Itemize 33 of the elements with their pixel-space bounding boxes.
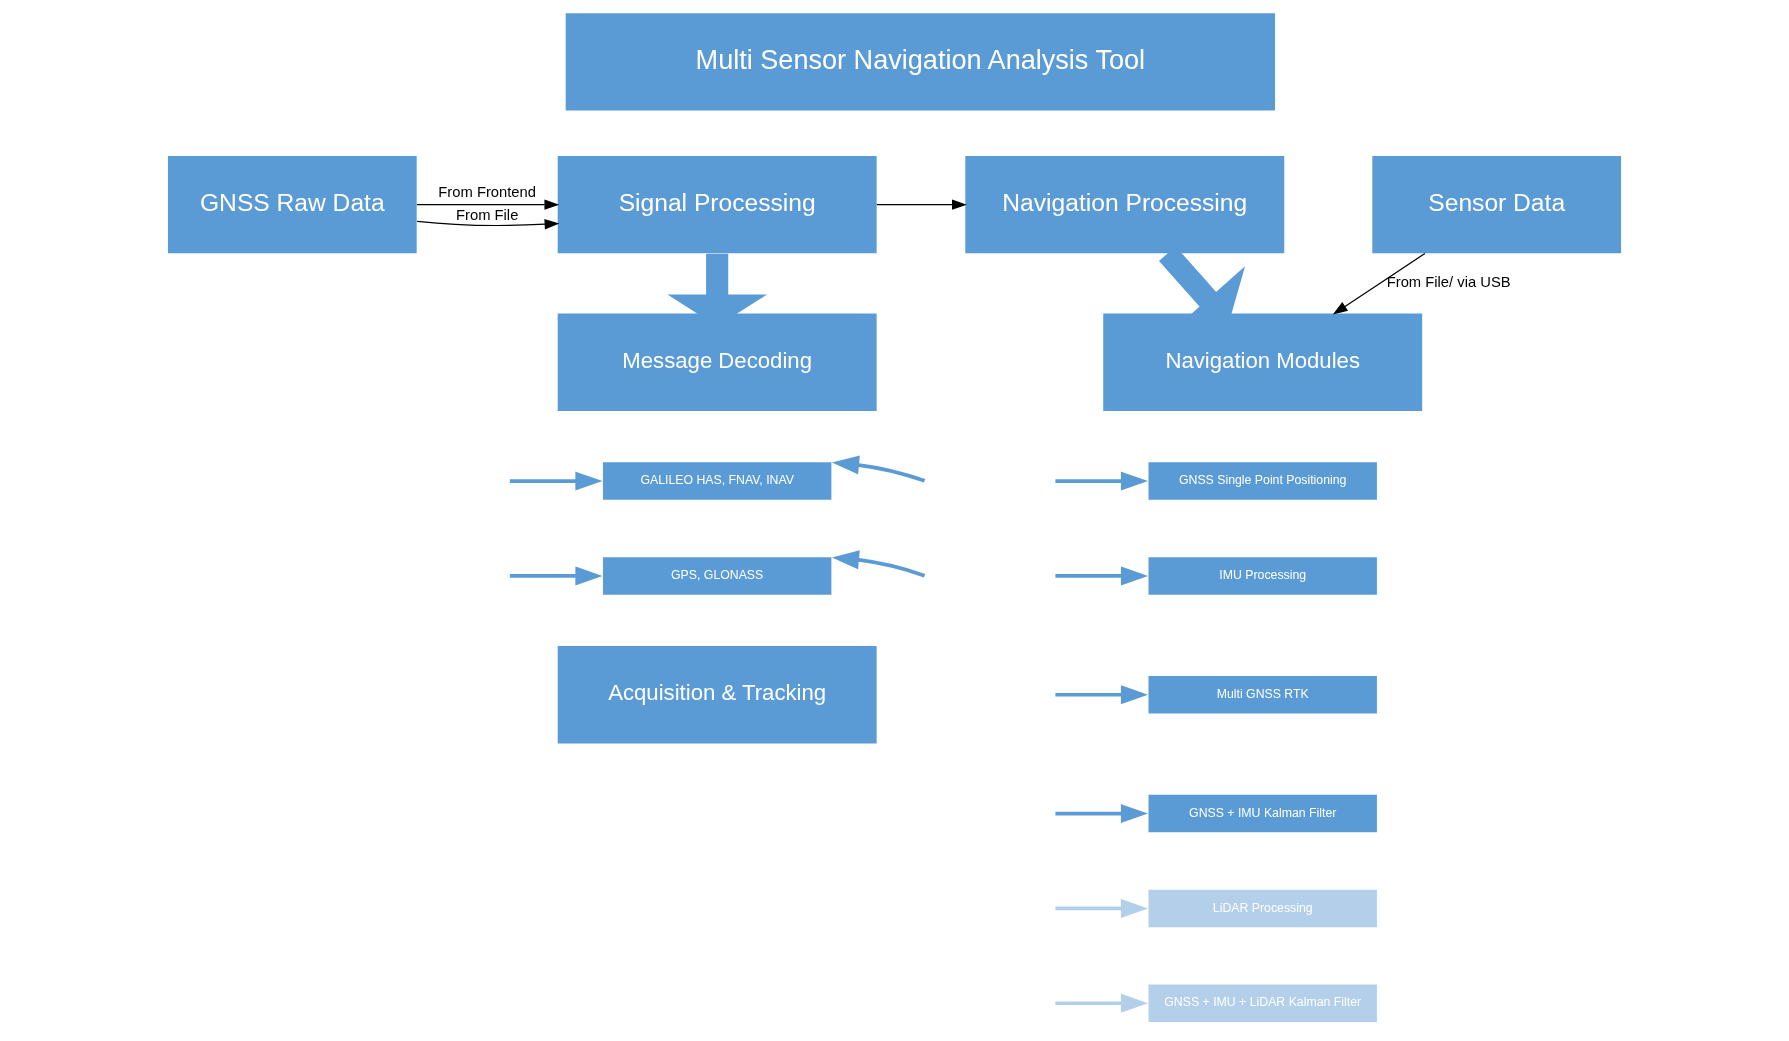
- arrow: [416, 219, 560, 230]
- arrow: [1055, 566, 1149, 586]
- arrow: [1055, 804, 1149, 824]
- arrow: [1332, 252, 1426, 315]
- node-box: LiDAR Processing: [1146, 887, 1379, 930]
- node-box: GNSS + IMU + LiDAR Kalman Filter: [1146, 982, 1379, 1024]
- arrow: [831, 550, 926, 578]
- node-box: Navigation Modules: [1103, 313, 1423, 411]
- node-box: Signal Processing: [557, 156, 877, 254]
- node-box: GPS, GLONASS: [601, 555, 834, 597]
- arrow: [1055, 685, 1149, 705]
- node-box: Message Decoding: [557, 313, 877, 411]
- node-box: IMU Processing: [1146, 555, 1379, 597]
- arrow: [416, 199, 560, 210]
- node-box: Navigation Processing: [965, 156, 1285, 254]
- node-box: Multi GNSS RTK: [1146, 674, 1379, 716]
- edge-label: From File/ via USB: [1386, 274, 1511, 291]
- arrow: [509, 471, 603, 491]
- arrow: [831, 455, 926, 483]
- arrow: [509, 566, 603, 586]
- arrow: [876, 199, 967, 210]
- edge-label: From Frontend: [438, 183, 537, 200]
- node-box: Acquisition & Tracking: [557, 646, 877, 744]
- node-box: GALILEO HAS, FNAV, INAV: [601, 460, 834, 502]
- arrow: [1055, 898, 1149, 918]
- node-box: GNSS Single Point Positioning: [1146, 460, 1379, 502]
- edge-label: From File: [456, 207, 519, 224]
- node-box: Sensor Data: [1372, 156, 1622, 254]
- node-box: GNSS + IMU Kalman Filter: [1146, 792, 1379, 835]
- arrow: [1055, 993, 1149, 1013]
- node-box: GNSS Raw Data: [167, 156, 417, 254]
- arrow: [1055, 471, 1149, 491]
- node-box: Multi Sensor Navigation Analysis Tool: [565, 13, 1276, 111]
